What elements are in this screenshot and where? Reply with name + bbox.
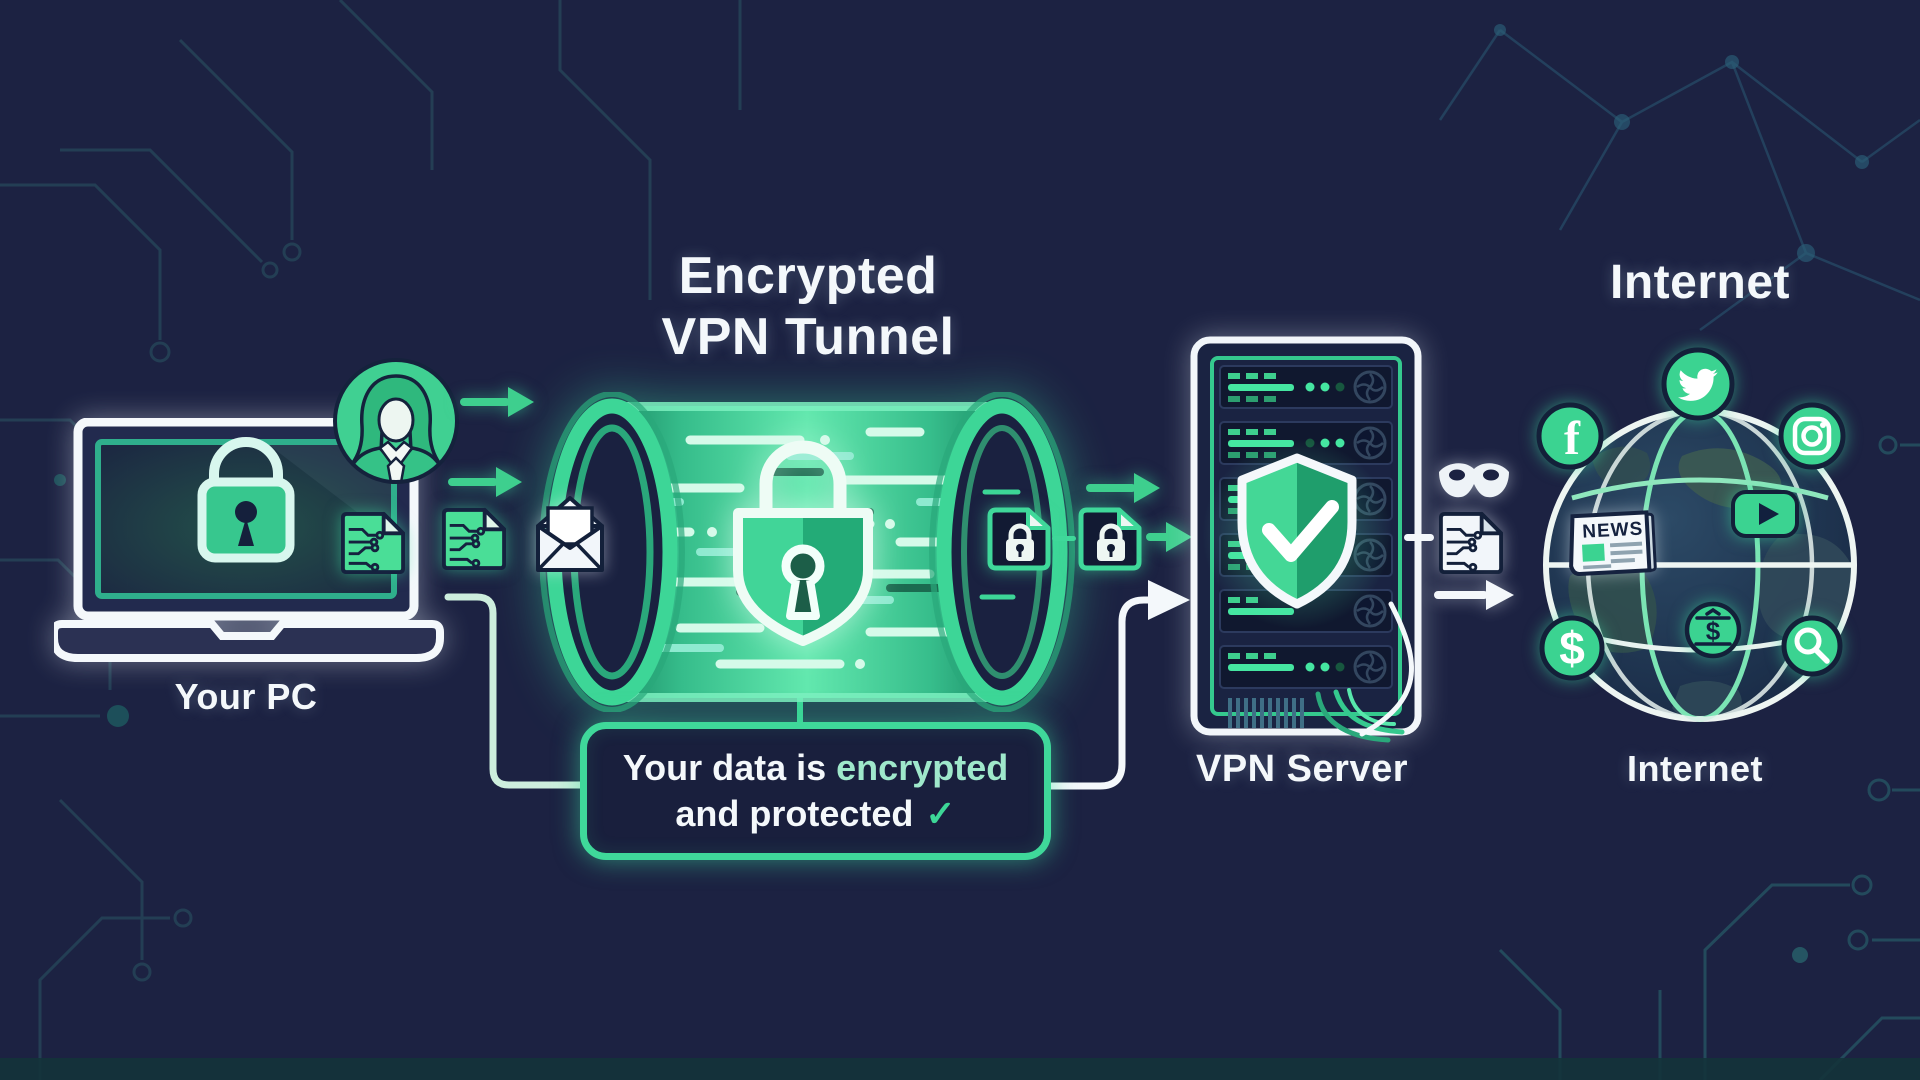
tunnel-title: Encrypted VPN Tunnel xyxy=(558,246,1058,369)
tunnel-title-line2: VPN Tunnel xyxy=(661,308,955,367)
pc-label: Your PC xyxy=(174,676,318,717)
screen-lock-icon xyxy=(209,437,283,489)
bank-icon: $ xyxy=(1684,601,1742,659)
padlock-icon xyxy=(733,440,873,646)
youtube-icon xyxy=(1731,490,1799,538)
facebook-icon: f xyxy=(1536,402,1604,470)
shield-check-icon xyxy=(1237,453,1357,609)
laptop-base xyxy=(54,620,444,662)
bank-dollar-glyph: $ xyxy=(1706,616,1721,646)
email-icon xyxy=(536,496,604,572)
encrypted-file-icon xyxy=(1078,507,1142,571)
search-icon xyxy=(1781,615,1843,677)
arrow-right-icon xyxy=(1434,580,1514,610)
callout-line2: and protected ✓ xyxy=(675,791,955,837)
tunnel-title-line1: Encrypted xyxy=(678,247,938,305)
server-cables xyxy=(1315,601,1414,743)
data-packet-icon xyxy=(1438,511,1504,575)
file-link-line xyxy=(1052,536,1076,541)
data-file-icon xyxy=(340,511,406,575)
callout-to-server-line xyxy=(1033,596,1154,790)
tunnel-ring-outer-right xyxy=(929,392,1075,712)
callout-text: Your data is xyxy=(622,746,827,788)
internet-label: Internet xyxy=(1626,748,1763,789)
pc-to-callout-line xyxy=(444,593,585,789)
dollar-icon: $ xyxy=(1539,615,1605,681)
news-icon: NEWS xyxy=(1569,510,1657,576)
server-vents xyxy=(1228,698,1304,728)
twitter-icon xyxy=(1661,347,1735,421)
internet-title: Internet xyxy=(1609,256,1790,309)
user-avatar xyxy=(333,358,459,484)
arrow-right-icon xyxy=(1086,473,1160,503)
callout-highlight: encrypted xyxy=(836,746,1009,788)
arrow-right-icon xyxy=(460,387,534,417)
arrow-right-icon xyxy=(1148,580,1190,620)
instagram-icon xyxy=(1778,402,1846,470)
dollar-glyph: $ xyxy=(1559,622,1585,674)
anonymous-mask-icon xyxy=(1439,463,1509,498)
vpn-server-icon xyxy=(1190,336,1422,743)
checkmark-icon: ✓ xyxy=(925,793,956,834)
server-label: VPN Server xyxy=(1195,748,1408,790)
news-label: NEWS xyxy=(1582,519,1644,543)
arrow-right-icon xyxy=(448,467,522,497)
data-file-icon xyxy=(441,507,507,571)
callout-text: and protected xyxy=(675,793,914,834)
laptop-icon xyxy=(54,418,444,662)
facebook-f-glyph: f xyxy=(1564,412,1581,465)
arrow-right-icon xyxy=(1146,522,1192,552)
server-out-line xyxy=(1404,534,1434,541)
encrypted-file-icon xyxy=(987,507,1051,571)
